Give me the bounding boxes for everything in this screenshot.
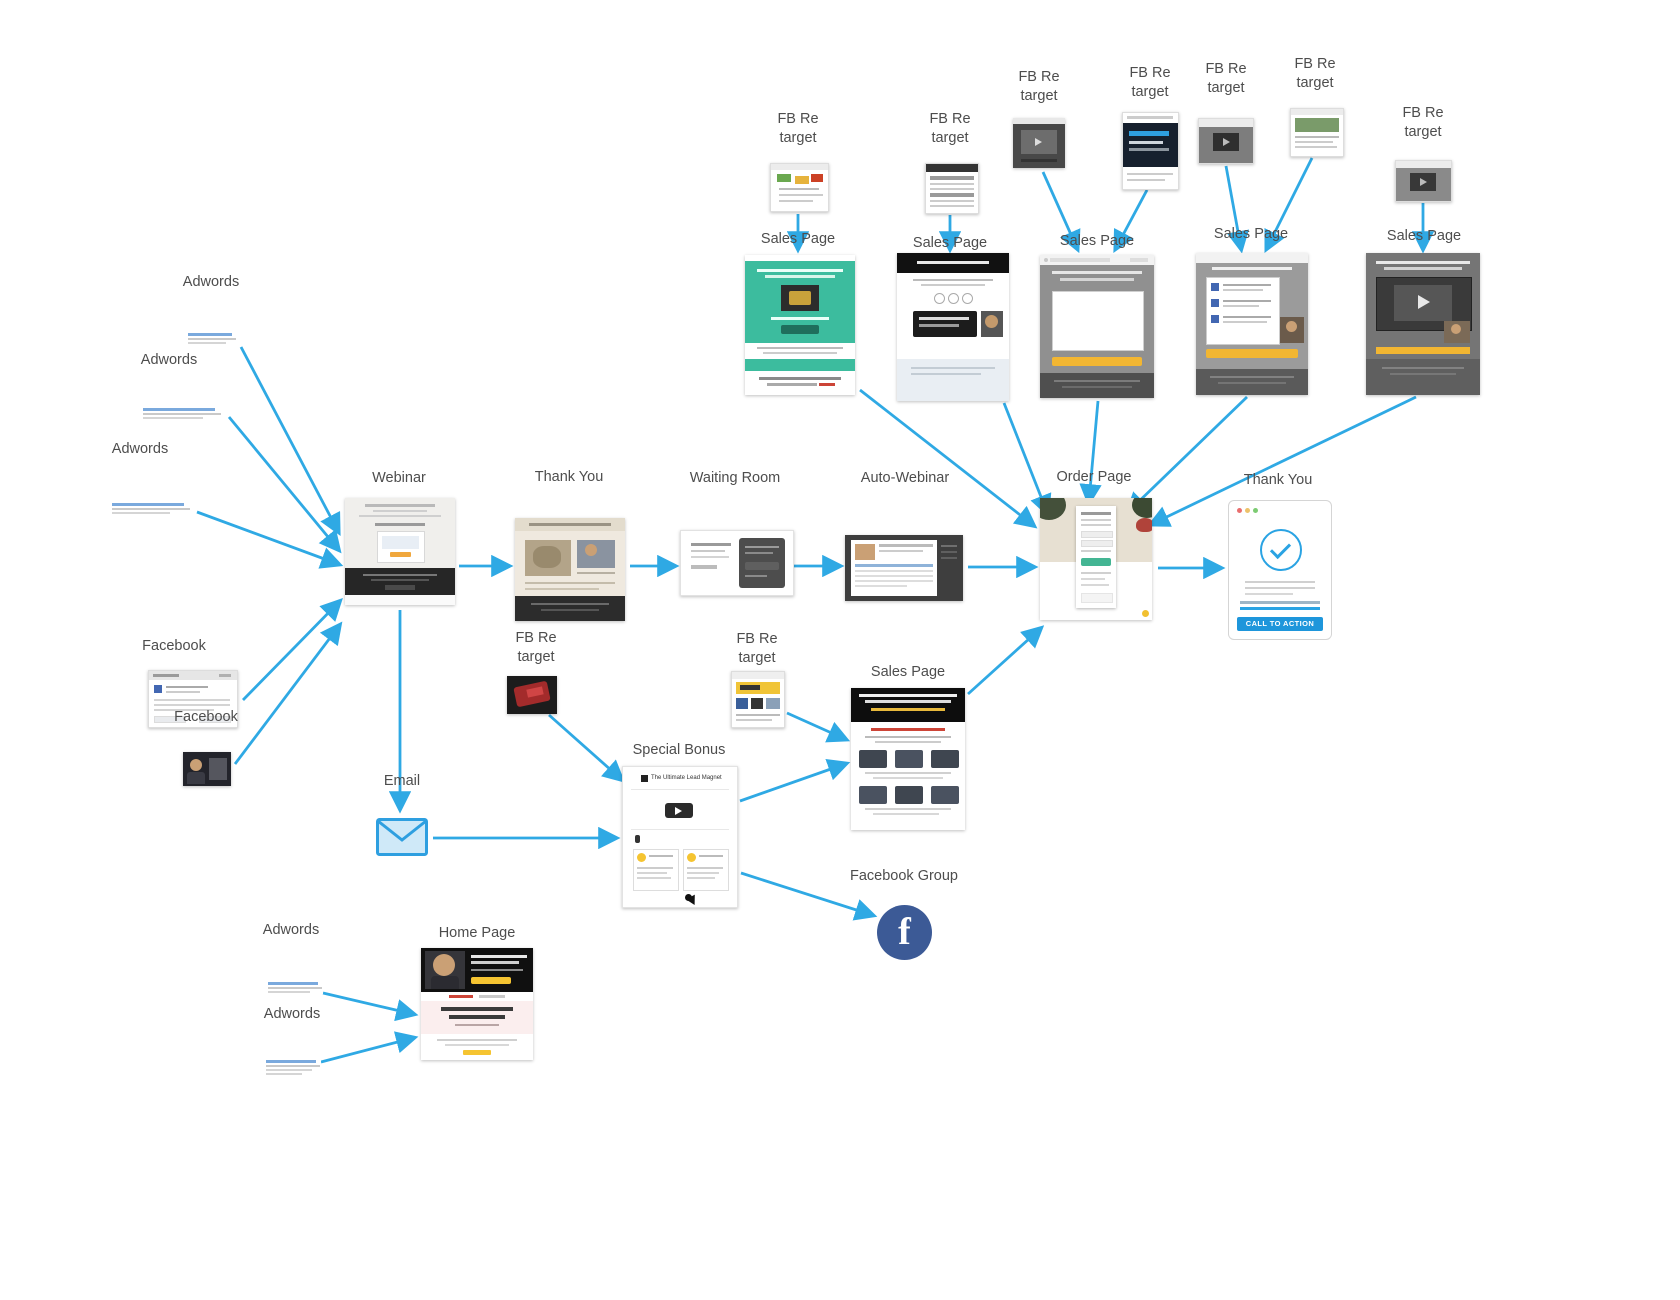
fb-retarget-ad-thumbnail-4[interactable] (1122, 112, 1179, 190)
label-facebook-1: Facebook (142, 638, 206, 654)
label-sales-page-5: Sales Page (1386, 228, 1462, 244)
fb-retarget-ad-thumbnail-1[interactable] (770, 163, 829, 212)
webinar-page-thumbnail[interactable] (345, 498, 455, 605)
label-facebook-2: Facebook (174, 709, 238, 725)
adwords-text-ad-3[interactable] (112, 503, 192, 515)
label-adwords-bottom-2: Adwords (263, 1006, 321, 1022)
cta-button: CALL TO ACTION (1237, 617, 1323, 631)
sales-page-thumbnail-5[interactable] (1366, 253, 1480, 395)
label-fb-retarget-5: FB Re target (1205, 61, 1247, 96)
sales-page-thumbnail-3[interactable] (1040, 255, 1154, 398)
sales-page-thumbnail-2[interactable] (897, 253, 1009, 401)
lead-magnet-heading: The Ultimate Lead Magnet (651, 775, 722, 781)
success-check-icon (1260, 529, 1302, 571)
label-fb-retarget-4: FB Re target (1129, 65, 1171, 100)
waiting-room-page-thumbnail[interactable] (680, 530, 794, 596)
label-adwords-3: Adwords (111, 441, 169, 457)
label-sales-page-1: Sales Page (760, 231, 836, 247)
window-control-minimize (1245, 508, 1250, 513)
label-sales-page-3: Sales Page (1059, 233, 1135, 249)
label-adwords-2: Adwords (140, 352, 198, 368)
label-thank-you-2: Thank You (1243, 472, 1313, 488)
facebook-ad-thumbnail-1[interactable] (148, 670, 238, 728)
sales-page-thumbnail-1[interactable] (745, 255, 855, 395)
window-control-zoom (1253, 508, 1258, 513)
label-sales-page-2: Sales Page (912, 235, 988, 251)
adwords-text-ad-5[interactable] (266, 1060, 321, 1076)
final-thank-you-page-thumbnail[interactable]: CALL TO ACTION (1228, 500, 1332, 640)
adwords-text-ad-2[interactable] (143, 408, 223, 420)
sales-page-thumbnail-4[interactable] (1196, 253, 1308, 395)
fb-retarget-ad-thumbnail-2[interactable] (925, 163, 979, 214)
chat-bubble-icon (1142, 610, 1149, 617)
label-waiting-room: Waiting Room (689, 470, 781, 486)
label-email: Email (383, 773, 421, 789)
home-page-thumbnail[interactable] (421, 948, 533, 1060)
auto-webinar-page-thumbnail[interactable] (845, 535, 963, 601)
label-sales-page-4: Sales Page (1213, 226, 1289, 242)
label-fb-retarget-mid-1: FB Re target (515, 630, 557, 665)
fb-retarget-ad-thumbnail-6[interactable] (1290, 108, 1344, 157)
label-fb-retarget-6: FB Re target (1294, 56, 1336, 91)
label-adwords-bottom-1: Adwords (262, 922, 320, 938)
person-silhouette-icon (685, 894, 692, 901)
label-order-page: Order Page (1056, 469, 1132, 485)
fb-retarget-ad-thumbnail-5[interactable] (1198, 118, 1254, 164)
fb-retarget-ad-thumbnail-3[interactable] (1013, 118, 1065, 168)
lead-magnet-logo-icon (641, 775, 648, 782)
adwords-text-ad-1[interactable] (188, 333, 238, 345)
fb-retarget-ad-thumbnail-mid-1[interactable] (507, 676, 557, 714)
thank-you-page-thumbnail[interactable] (515, 518, 625, 621)
label-sales-page-lower: Sales Page (870, 664, 946, 680)
sales-page-thumbnail-lower[interactable] (851, 688, 965, 830)
label-auto-webinar: Auto-Webinar (860, 470, 950, 486)
fb-retarget-ad-thumbnail-7[interactable] (1395, 160, 1452, 202)
label-fb-retarget-1: FB Re target (777, 111, 819, 146)
email-envelope-icon[interactable] (376, 818, 428, 856)
label-fb-retarget-2: FB Re target (929, 111, 971, 146)
label-fb-retarget-3: FB Re target (1018, 69, 1060, 104)
special-bonus-page-thumbnail[interactable]: The Ultimate Lead Magnet (622, 766, 738, 908)
label-webinar: Webinar (372, 470, 426, 486)
facebook-group-icon[interactable]: f (877, 905, 932, 960)
adwords-text-ad-4[interactable] (268, 982, 323, 994)
facebook-ad-thumbnail-2[interactable] (183, 752, 231, 786)
label-home-page: Home Page (438, 925, 516, 941)
microphone-icon (635, 835, 640, 843)
label-facebook-group: Facebook Group (849, 868, 958, 884)
window-control-close (1237, 508, 1242, 513)
fb-retarget-ad-thumbnail-mid-2[interactable] (731, 671, 785, 728)
order-page-thumbnail[interactable] (1040, 498, 1152, 620)
label-adwords-1: Adwords (182, 274, 240, 290)
label-special-bonus: Special Bonus (632, 742, 726, 758)
label-fb-retarget-7: FB Re target (1402, 105, 1444, 140)
label-fb-retarget-mid-2: FB Re target (736, 631, 778, 666)
label-thank-you-1: Thank You (534, 469, 604, 485)
